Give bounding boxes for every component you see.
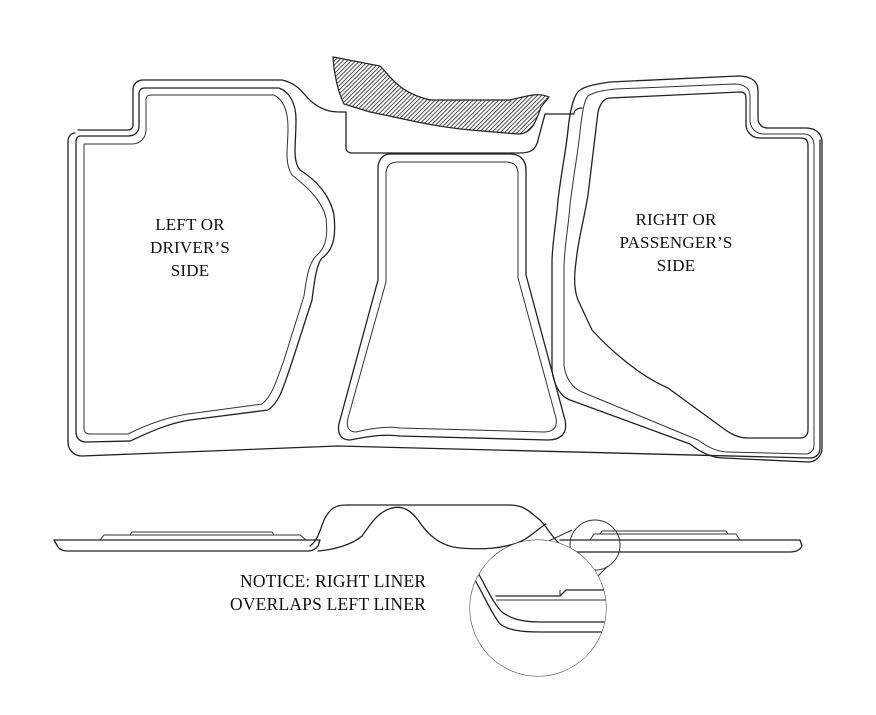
notice-line2: OVERLAPS LEFT LINER [230, 594, 426, 614]
left-side-label-line1: LEFT OR [155, 215, 225, 234]
right-side-label-line2: PASSENGER’S [619, 233, 732, 252]
center-tunnel [337, 153, 567, 441]
detail-circle [569, 519, 621, 571]
left-liner-outline [75, 87, 336, 443]
right-side-label-line1: RIGHT OR [635, 210, 717, 229]
rear-hump-hatched [332, 56, 550, 135]
liner-top-view: LEFT OR DRIVER’S SIDE RIGHT OR PASSENGER… [67, 56, 823, 463]
left-side-label-line2: DRIVER’S [150, 238, 230, 257]
right-side-label-line3: SIDE [657, 256, 696, 275]
magnified-detail [469, 539, 607, 677]
left-side-label-line3: SIDE [171, 261, 210, 280]
side-view-hump [309, 504, 563, 547]
right-liner-outline [551, 75, 823, 463]
notice-line1: NOTICE: RIGHT LINER [240, 571, 426, 591]
left-liner-outline-outer [77, 79, 583, 154]
liner-side-view [53, 504, 803, 581]
